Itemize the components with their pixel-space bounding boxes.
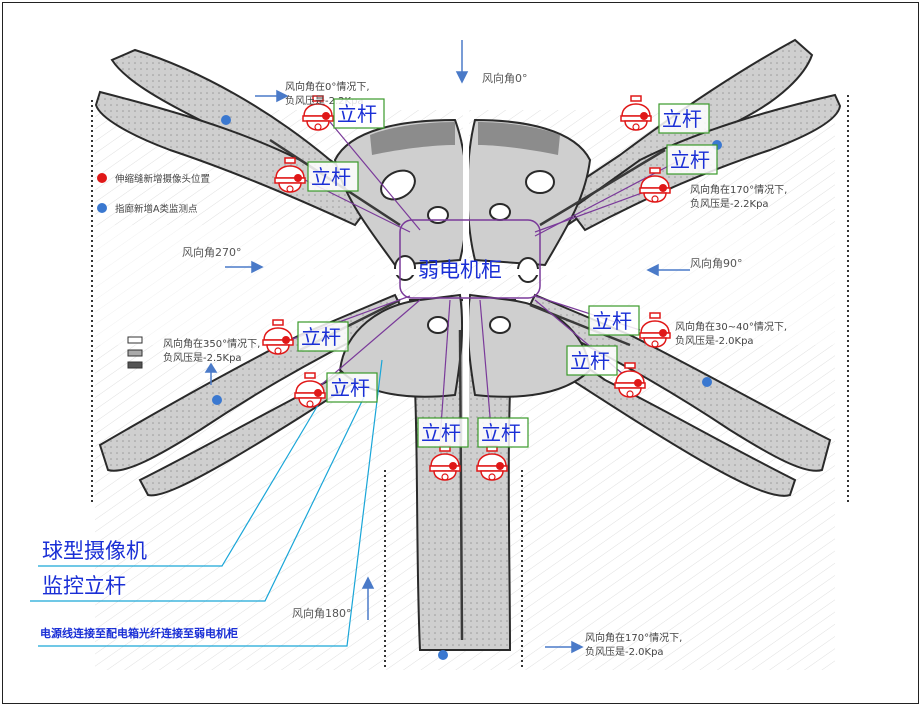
legend-red-dot	[97, 173, 107, 183]
legend-red-label: 伸缩缝新增摄像头位置	[115, 173, 210, 185]
pole-label-box: 立杆	[566, 345, 618, 376]
callout-pole-label: 监控立杆	[42, 574, 126, 598]
pole-label-box: 立杆	[307, 161, 359, 192]
pole-label-box: 立杆	[297, 321, 349, 352]
legend-blue-dot	[97, 203, 107, 213]
pole-label-text: 立杆	[592, 309, 632, 333]
dome-camera-icon	[274, 157, 306, 193]
dome-camera-icon	[639, 167, 671, 203]
wind-270-label: 风向角270°	[182, 245, 242, 259]
pole-label-box: 立杆	[588, 305, 640, 336]
pole-label-text: 立杆	[337, 102, 377, 126]
dome-camera-icon	[262, 319, 294, 355]
note-170-bottom-line2: 负风压是-2.0Kpa	[585, 645, 664, 658]
pole-label-text: 立杆	[421, 421, 461, 445]
pier-upper-left-inner	[94, 90, 372, 227]
cabinet-label: 弱电机柜	[418, 258, 502, 282]
pole-label-text: 立杆	[311, 165, 351, 189]
monitor-point	[221, 115, 231, 125]
pole-label-text: 立杆	[330, 376, 370, 400]
pole-label-text: 立杆	[662, 107, 702, 131]
dome-camera-icon	[614, 362, 646, 398]
pole-label-text: 立杆	[301, 325, 341, 349]
dome-camera-icon	[639, 312, 671, 348]
dome-camera-icon	[294, 372, 326, 408]
monitor-point	[702, 377, 712, 387]
legend-swatches	[127, 336, 143, 369]
callout-camera-label: 球型摄像机	[42, 539, 147, 563]
callout-power-label: 电源线连接至配电箱光纤连接至弱电机柜	[40, 626, 238, 640]
note-170-top-line2: 负风压是-2.2Kpa	[690, 197, 769, 210]
note-30-40-line2: 负风压是-2.0Kpa	[675, 334, 754, 347]
pole-label-text: 立杆	[670, 148, 710, 172]
pole-labels: 立杆立杆立杆立杆立杆立杆立杆立杆立杆立杆	[297, 98, 718, 448]
legend-blue-label: 指廊新增A类监测点	[115, 203, 198, 215]
dome-camera-icon	[429, 445, 461, 481]
pole-label-box: 立杆	[417, 417, 469, 448]
camera-group	[262, 95, 671, 481]
pole-label-text: 立杆	[570, 349, 610, 373]
dome-camera-icon	[302, 95, 334, 131]
text-layer: 风向角0° 风向角270° 风向角90° 风向角180° 风向角在0°情况下, …	[40, 71, 787, 658]
note-170-bottom-line1: 风向角在170°情况下,	[585, 631, 682, 644]
boundary-markers	[91, 95, 849, 670]
wind-arrows	[204, 40, 690, 654]
note-30-40-line1: 风向角在30~40°情况下,	[675, 320, 787, 333]
note-170-top-line1: 风向角在170°情况下,	[690, 183, 787, 196]
pole-label-box: 立杆	[333, 98, 385, 129]
note-0-line1: 风向角在0°情况下,	[285, 80, 370, 93]
callout-leaders	[30, 359, 383, 647]
wind-0-label: 风向角0°	[482, 71, 528, 85]
pole-label-box: 立杆	[666, 144, 718, 175]
pole-label-text: 立杆	[481, 421, 521, 445]
dome-camera-icon	[620, 95, 652, 131]
wind-90-label: 风向角90°	[690, 256, 743, 270]
roof-dark-right	[478, 122, 560, 155]
center-cross	[300, 110, 630, 440]
roof-dark-left	[370, 122, 455, 155]
note-350-line1: 风向角在350°情况下,	[163, 337, 260, 350]
pole-label-box: 立杆	[658, 103, 710, 134]
weak-current-cabinet-box	[399, 219, 541, 299]
pole-label-box: 立杆	[326, 372, 378, 403]
monitor-point	[438, 650, 448, 660]
wind-180-label: 风向角180°	[292, 606, 352, 620]
pole-label-box: 立杆	[477, 417, 529, 448]
note-350-line2: 负风压是-2.5Kpa	[163, 351, 242, 364]
monitor-point	[212, 395, 222, 405]
